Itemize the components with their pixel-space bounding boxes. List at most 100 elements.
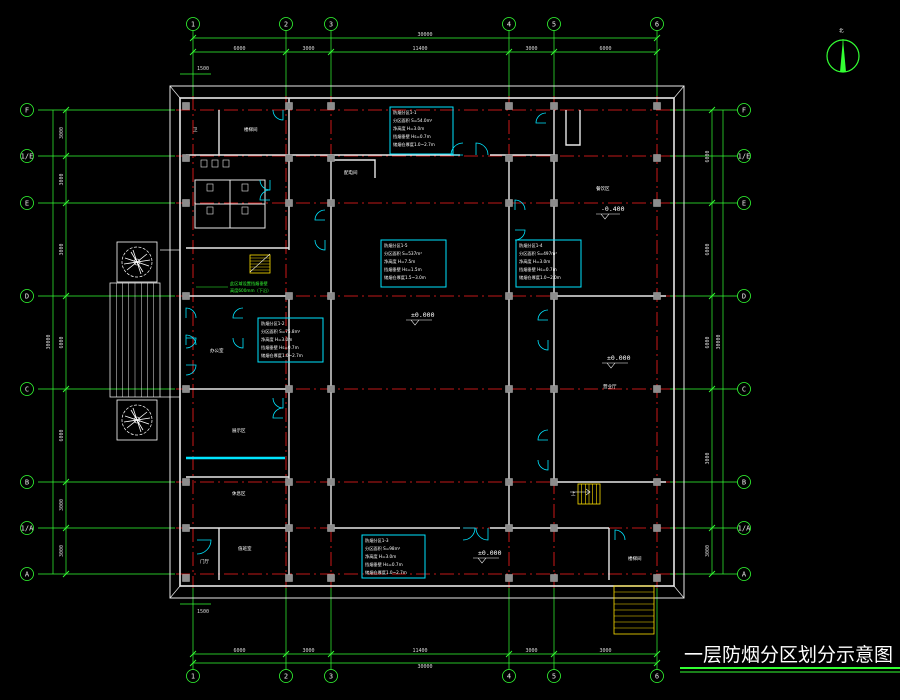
axis-bubble-circle <box>547 17 561 31</box>
stair-symbol <box>249 253 271 274</box>
room-label: 楼梯间 <box>628 555 642 562</box>
smoke-zone-1-5: 防烟分区1-5 分区面积 S=537m² 净高度 H=7.5m 挡烟垂壁 Hs=… <box>380 239 447 288</box>
axis-bubble-circle <box>737 196 751 210</box>
door-swing <box>614 529 626 541</box>
axis-bubble: 6 <box>650 669 664 683</box>
dimension-tick <box>189 659 197 667</box>
elevation-mark: ±0.000 <box>406 311 435 326</box>
interior-walls <box>186 98 666 580</box>
axis-bubble-circle <box>20 196 34 210</box>
dimension-label: 3000 <box>705 452 711 464</box>
column <box>327 154 335 162</box>
zone-line: 分区面积 S=75.8m² <box>261 328 301 335</box>
column <box>182 574 190 582</box>
dimension-tick <box>62 524 70 532</box>
axis-bubble-circle <box>737 567 751 581</box>
dimension-label: 3000 <box>525 648 537 654</box>
door-swing <box>514 199 526 211</box>
axis-label: 1 <box>191 673 195 681</box>
dimension-tick <box>189 48 197 56</box>
zone-line: 分区面积 S=497m² <box>519 250 557 257</box>
dimension-label: 6000 <box>599 46 611 52</box>
smoke-zone-1-4: 防烟分区1-4 分区面积 S=497m² 净高度 H=3.0m 挡烟垂壁 Hs=… <box>515 239 582 288</box>
smoke-curtain-note: 此区域设置挡烟垂壁 <box>230 280 268 287</box>
stair-arrow <box>570 488 591 496</box>
axis-bubble-circle <box>737 475 751 489</box>
door-swing <box>232 307 244 319</box>
column <box>327 102 335 110</box>
wall-segment <box>331 159 610 580</box>
dimension-label: 3000 <box>302 648 314 654</box>
tree-symbol <box>116 241 158 283</box>
door-swing <box>462 527 476 541</box>
axis-label: B <box>25 479 29 487</box>
column <box>285 574 293 582</box>
axis-label: F <box>25 107 29 115</box>
zone-line: 挡烟垂壁 Hs=0.7m <box>365 561 403 568</box>
axis-bubble-circle <box>737 289 751 303</box>
door-swing <box>185 307 197 319</box>
door-swing <box>537 429 549 441</box>
zone-line: 挡烟垂壁 Hs=0.7m <box>261 344 299 351</box>
column <box>505 154 513 162</box>
column <box>550 574 558 582</box>
column <box>653 292 661 300</box>
axis-bubble: 2 <box>279 17 293 31</box>
column <box>505 102 513 110</box>
axis-bubble: B <box>20 475 34 489</box>
column <box>182 385 190 393</box>
dimension-tick <box>62 106 70 114</box>
axis-bubble: D <box>20 289 34 303</box>
axis-label: 5 <box>552 673 556 681</box>
axis-bubble: B <box>737 475 751 489</box>
dimension-label: 1500 <box>197 66 209 72</box>
axis-bubble-circle <box>20 149 34 163</box>
axis-bubble: E <box>20 196 34 210</box>
column <box>653 154 661 162</box>
axis-bubble-circle <box>737 103 751 117</box>
axis-bubble-circle <box>737 521 751 535</box>
zone-line: 净高度 H=3.0m <box>365 553 396 560</box>
toilet-fixture <box>200 159 208 168</box>
wall-segment <box>186 110 289 156</box>
axis-bubble-circle <box>279 669 293 683</box>
dimension-label: 6000 <box>233 46 245 52</box>
zone-line: 分区面积 S=537m² <box>384 250 422 257</box>
axis-bubble-circle <box>20 289 34 303</box>
column <box>182 102 190 110</box>
axis-label: 5 <box>552 21 556 29</box>
dimension-label: 3000 <box>599 648 611 654</box>
toilet-fixture <box>222 159 230 168</box>
north-arrow: 北 <box>826 27 860 73</box>
axis-bubble-circle <box>20 475 34 489</box>
axis-bubble-circle <box>650 669 664 683</box>
wall-segment <box>218 528 290 580</box>
zone-line: 分区面积 S=54.0m² <box>393 117 433 124</box>
dimension-label: 3000 <box>59 545 65 557</box>
axis-label: D <box>25 293 29 301</box>
zone-line: 防烟分区1-1 <box>393 109 417 116</box>
axis-label: 1/E <box>738 153 751 161</box>
column <box>327 385 335 393</box>
zone-line: 储烟仓厚度1.0~2.7m <box>365 569 407 576</box>
dimension-label: 6000 <box>705 336 711 348</box>
door-swing <box>314 239 326 251</box>
column <box>550 524 558 532</box>
stair-symbol <box>613 585 655 635</box>
axis-label: 1/A <box>738 525 751 533</box>
exterior-wall <box>179 97 675 587</box>
axis-label: 2 <box>284 21 288 29</box>
axis-bubble-circle <box>279 17 293 31</box>
column <box>285 102 293 110</box>
dimension-tick <box>62 385 70 393</box>
axis-bubble-circle <box>20 103 34 117</box>
axis-label: C <box>25 386 29 394</box>
corner-line <box>169 85 685 599</box>
dimension-tick <box>189 34 197 42</box>
toilet-fixture <box>211 159 219 168</box>
axis-label: 3 <box>329 21 333 29</box>
axis-bubble: 4 <box>502 17 516 31</box>
dimension-label: 3000 <box>302 46 314 52</box>
room-label: 展示区 <box>232 428 246 434</box>
